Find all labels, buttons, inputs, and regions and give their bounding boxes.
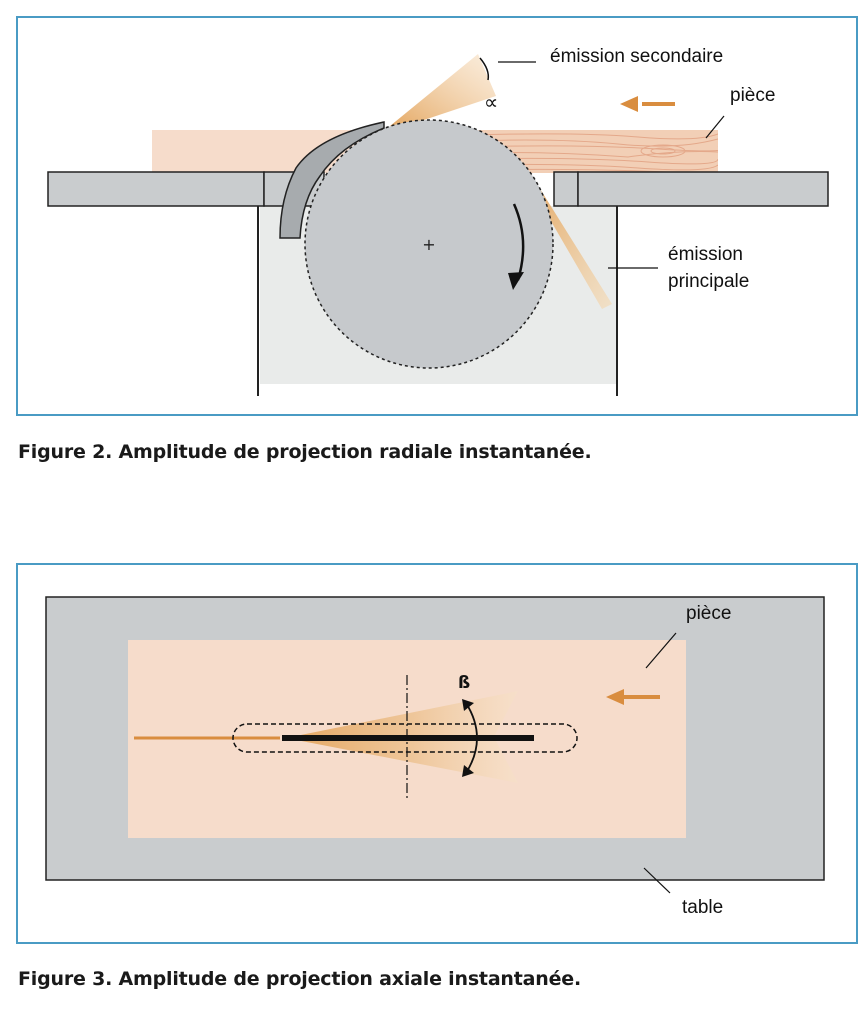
label-beta: ß — [458, 673, 471, 693]
radial-projection-diagram: + — [47, 54, 829, 396]
saw-table-left — [47, 171, 265, 207]
saw-table-right-insert — [553, 171, 579, 207]
riving-knife — [279, 121, 385, 239]
axial-projection-diagram — [45, 596, 825, 894]
figure-3-panel: pièce ß table — [16, 563, 858, 944]
alpha-arc — [479, 57, 490, 81]
feed-arrow-head — [606, 689, 624, 705]
leader-workpiece — [705, 115, 725, 139]
label-secondary-emission: émission secondaire — [550, 46, 724, 67]
blade-slot — [232, 723, 578, 753]
label-main-emission-2: principale — [668, 271, 750, 292]
main-emission-spray — [532, 176, 612, 309]
beta-arrowhead-bottom — [462, 765, 474, 777]
beta-arc — [465, 702, 478, 774]
label-workpiece: pièce — [686, 603, 732, 624]
leader-workpiece — [645, 632, 677, 669]
label-alpha: ∝ — [484, 90, 499, 114]
feed-arrow-head — [620, 96, 638, 112]
saw-blade — [304, 119, 554, 369]
label-main-emission-1: émission — [668, 244, 743, 265]
saw-table-right — [577, 171, 829, 207]
figure-2-caption: Figure 2. Amplitude de projection radial… — [18, 441, 592, 463]
secondary-emission-spray — [390, 54, 496, 128]
label-workpiece: pièce — [730, 85, 776, 106]
figure-3-caption: Figure 3. Amplitude de projection axiale… — [18, 968, 581, 990]
beta-arrowhead-top — [462, 699, 474, 711]
leader-table — [643, 867, 671, 894]
figure-2-panel: + émission secondaire ∝ pièce émission p… — [16, 16, 858, 416]
rotation-arrowhead — [508, 272, 524, 290]
label-table: table — [682, 897, 724, 918]
blade-center-mark: + — [422, 235, 435, 254]
